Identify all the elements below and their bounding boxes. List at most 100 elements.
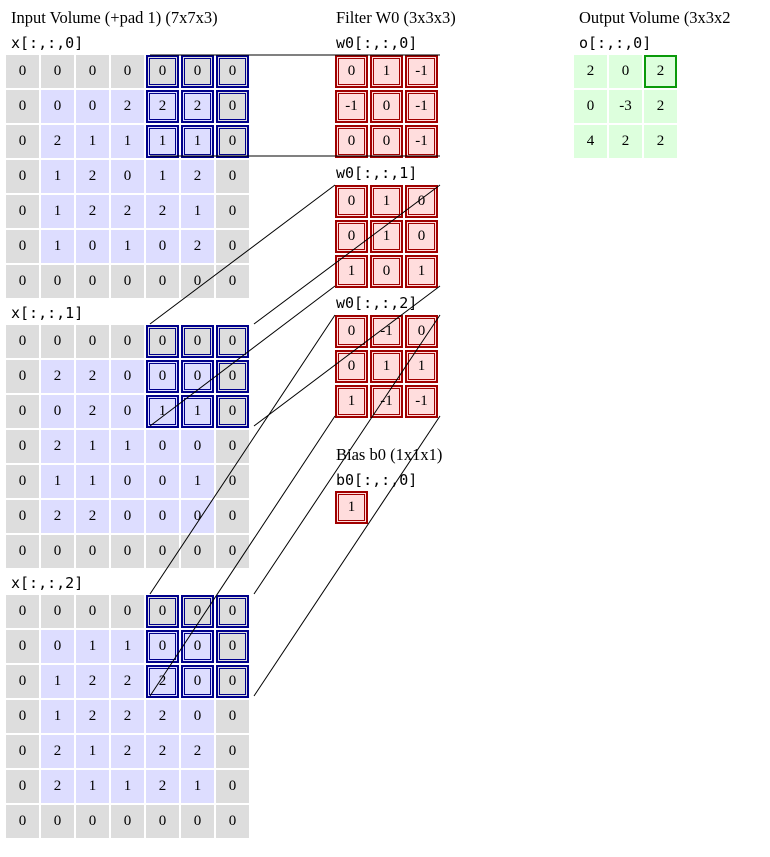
padding-cell: 0 [76, 535, 109, 568]
output-cell: -3 [609, 90, 642, 123]
weight-cell: 0 [335, 125, 368, 158]
receptive-field-cell: 0 [181, 55, 214, 88]
input-cell: 0 [41, 630, 74, 663]
input-cell: 2 [76, 360, 109, 393]
input-cell: 2 [41, 125, 74, 158]
padding-cell: 0 [181, 265, 214, 298]
weight-cell: -1 [405, 55, 438, 88]
padding-cell: 0 [216, 770, 249, 803]
input-cell: 0 [111, 360, 144, 393]
input-cell: 2 [41, 500, 74, 533]
weight-cell: 1 [370, 220, 403, 253]
input-cell: 1 [181, 465, 214, 498]
padding-cell: 0 [41, 325, 74, 358]
receptive-field-cell: 0 [216, 125, 249, 158]
weight-cell: -1 [405, 125, 438, 158]
padding-cell: 0 [6, 700, 39, 733]
input-cell: 1 [181, 770, 214, 803]
output-cell: 2 [574, 55, 607, 88]
weight-cell: 1 [335, 255, 368, 288]
weight-cell: -1 [370, 385, 403, 418]
receptive-field-cell: 0 [216, 360, 249, 393]
input-cell: 1 [41, 230, 74, 263]
input-cell: 1 [111, 630, 144, 663]
padding-cell: 0 [6, 230, 39, 263]
padding-cell: 0 [6, 665, 39, 698]
input-cell: 2 [181, 230, 214, 263]
padding-cell: 0 [216, 805, 249, 838]
weight-cell: 1 [335, 385, 368, 418]
input-cell: 1 [181, 195, 214, 228]
filter-title: Filter W0 (3x3x3) [336, 8, 456, 27]
weight-cell: -1 [405, 385, 438, 418]
weight-cell: 0 [370, 125, 403, 158]
padding-cell: 0 [76, 55, 109, 88]
padding-cell: 0 [216, 735, 249, 768]
padding-cell: 0 [6, 55, 39, 88]
receptive-field-cell: 0 [216, 325, 249, 358]
receptive-field-cell: 0 [181, 360, 214, 393]
bias-cell: 1 [335, 491, 368, 524]
input-cell: 0 [76, 90, 109, 123]
input-cell: 2 [76, 665, 109, 698]
input-slice-label: x[:,:,2] [11, 574, 84, 592]
output-volume-title: Output Volume (3x3x2 [579, 8, 731, 27]
filter-slice-label: w0[:,:,0] [336, 34, 418, 52]
padding-cell: 0 [41, 595, 74, 628]
output-cell: 2 [644, 125, 677, 158]
input-cell: 0 [41, 90, 74, 123]
input-cell: 2 [76, 195, 109, 228]
input-cell: 0 [146, 230, 179, 263]
padding-cell: 0 [76, 265, 109, 298]
receptive-field-cell: 0 [216, 665, 249, 698]
receptive-field-cell: 0 [216, 595, 249, 628]
input-cell: 2 [41, 735, 74, 768]
weight-cell: -1 [405, 90, 438, 123]
weight-cell: 0 [335, 350, 368, 383]
weight-cell: 0 [335, 55, 368, 88]
padding-cell: 0 [76, 595, 109, 628]
input-cell: 0 [111, 395, 144, 428]
padding-cell: 0 [6, 265, 39, 298]
weight-cell: 1 [370, 350, 403, 383]
input-cell: 1 [111, 770, 144, 803]
padding-cell: 0 [6, 770, 39, 803]
input-cell: 0 [181, 430, 214, 463]
input-cell: 1 [41, 195, 74, 228]
weight-cell: 0 [405, 185, 438, 218]
input-cell: 2 [146, 195, 179, 228]
receptive-field-cell: 2 [146, 90, 179, 123]
padding-cell: 0 [216, 535, 249, 568]
padding-cell: 0 [216, 195, 249, 228]
input-cell: 0 [111, 465, 144, 498]
input-cell: 2 [76, 395, 109, 428]
input-cell: 0 [146, 465, 179, 498]
receptive-field-cell: 1 [181, 125, 214, 158]
input-cell: 2 [111, 700, 144, 733]
padding-cell: 0 [111, 55, 144, 88]
filter-slice-label: w0[:,:,2] [336, 294, 418, 312]
weight-cell: -1 [335, 90, 368, 123]
receptive-field-cell: 0 [146, 325, 179, 358]
padding-cell: 0 [6, 630, 39, 663]
padding-cell: 0 [6, 395, 39, 428]
input-cell: 2 [41, 430, 74, 463]
weight-cell: 0 [335, 315, 368, 348]
padding-cell: 0 [111, 595, 144, 628]
weight-cell: 1 [370, 185, 403, 218]
padding-cell: 0 [76, 325, 109, 358]
input-cell: 0 [181, 700, 214, 733]
output-cell: 0 [574, 90, 607, 123]
weight-cell: 0 [370, 255, 403, 288]
padding-cell: 0 [216, 430, 249, 463]
padding-cell: 0 [216, 465, 249, 498]
receptive-field-cell: 1 [146, 125, 179, 158]
weight-cell: 0 [370, 90, 403, 123]
input-slice-label: x[:,:,0] [11, 34, 84, 52]
receptive-field-cell: 0 [146, 360, 179, 393]
input-cell: 2 [181, 735, 214, 768]
input-cell: 2 [76, 500, 109, 533]
padding-cell: 0 [6, 735, 39, 768]
input-cell: 1 [76, 465, 109, 498]
receptive-field-cell: 0 [216, 90, 249, 123]
